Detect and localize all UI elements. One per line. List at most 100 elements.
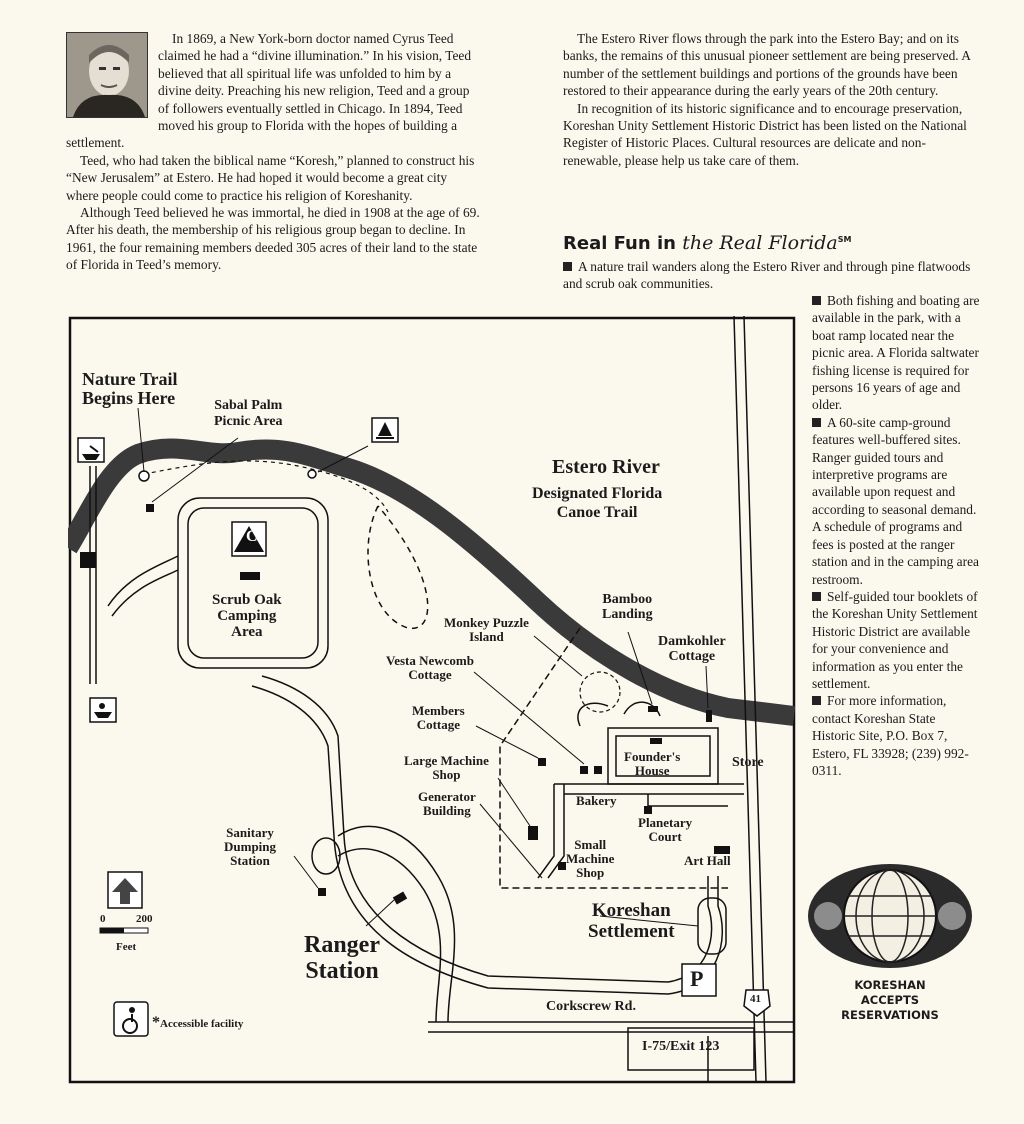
bullet-text: Self-guided tour booklets of the Koresha… [812, 588, 978, 691]
bullet-item: Both fishing and boating are available i… [812, 292, 980, 414]
heading-script: the Real Florida [682, 232, 838, 254]
label-line: Monkey Puzzle [444, 615, 529, 630]
label-line: Nature Trail [82, 369, 178, 389]
intro-paragraph: Teed, who had taken the biblical name “K… [66, 152, 475, 203]
scale-zero-label: 0 [100, 913, 106, 925]
canoe-trail-label: Designated Florida Canoe Trail [532, 484, 662, 522]
intro-left-column: In 1869, a New York-born doctor named Cy… [66, 30, 482, 274]
label-line: Generator [418, 789, 476, 804]
label-line: Cottage [416, 717, 461, 732]
art-hall-label: Art Hall [684, 853, 731, 868]
scale-max-label: 200 [136, 913, 153, 925]
label-line: Founder's [624, 749, 681, 764]
small-machine-label: Small Machine Shop [566, 838, 614, 880]
camp-symbol-label: C [246, 528, 258, 545]
label-line: Members [412, 703, 465, 718]
label-line: Large Machine [404, 753, 489, 768]
label-line: Picnic Area [214, 414, 283, 429]
label-line: Settlement [588, 921, 675, 942]
label-line: Planetary [638, 815, 693, 830]
large-machine-label: Large Machine Shop [404, 754, 489, 782]
seal-caption: KORESHAN ACCEPTS RESERVATIONS [822, 978, 958, 1023]
campground-icon [231, 521, 267, 557]
label-line: Camping [217, 608, 277, 624]
fishing-icon [89, 697, 117, 723]
sabal-palm-label: Sabal Palm Picnic Area [214, 398, 283, 430]
label-line: Building [423, 803, 471, 818]
label-line: Dumping [224, 839, 277, 854]
route-shield-icon [743, 989, 771, 1017]
bullet-item: Self-guided tour booklets of the Koresha… [812, 588, 980, 692]
label-line: Station [305, 958, 379, 984]
scale-bar [99, 927, 149, 934]
bullet-item: A 60-site camp-ground features well-buff… [812, 414, 980, 588]
real-fun-heading: Real Fun in the Real FloridaSM [563, 232, 851, 254]
intro-paragraph: In recognition of its historic significa… [563, 100, 967, 168]
nature-trail-label: Nature Trail Begins Here [82, 370, 178, 408]
bullet-list: Both fishing and boating are available i… [812, 292, 980, 779]
label-line: Shop [576, 865, 605, 880]
generator-building-label: Generator Building [418, 790, 476, 818]
bullet-square-icon [812, 696, 821, 706]
label-line: Koreshan [591, 900, 671, 921]
monkey-puzzle-label: Monkey Puzzle Island [444, 616, 529, 644]
accessible-facility-label: *Accessible facility [152, 1015, 244, 1031]
intro-paragraph: The Estero River flows through the park … [563, 31, 971, 99]
label-line: Landing [602, 607, 653, 622]
route-41-label: 41 [750, 993, 761, 1005]
damkohler-label: Damkohler Cottage [658, 634, 726, 664]
estero-river [68, 438, 796, 726]
label-line: Area [231, 624, 263, 640]
koreshan-settlement-label: Koreshan Settlement [588, 900, 675, 942]
seal-line: KORESHAN [854, 978, 926, 992]
park-map: Nature Trail Begins Here Sabal Palm Picn… [68, 316, 796, 1084]
label-line: Bamboo [602, 592, 653, 607]
label-line: Accessible facility [160, 1018, 244, 1030]
bullet-square-icon [812, 417, 821, 427]
label-line: Court [648, 829, 682, 844]
bullet-square-icon [563, 262, 572, 271]
label-line: Machine [566, 851, 615, 866]
label-line: Island [469, 629, 504, 644]
bakery-label: Bakery [576, 793, 617, 808]
bullet-square-icon [812, 296, 821, 305]
label-line: House [634, 763, 670, 778]
bamboo-landing-label: Bamboo Landing [602, 592, 653, 622]
label-line: Ranger [304, 932, 380, 958]
label-line: Vesta Newcomb [386, 653, 474, 668]
label-line: Sabal Palm [214, 398, 283, 413]
sanitary-station-label: Sanitary Dumping Station [224, 826, 276, 868]
bullet-square-icon [812, 591, 821, 601]
intro-paragraph: Although Teed believed he was immortal, … [66, 205, 480, 273]
estero-river-label: Estero River [552, 456, 660, 478]
bullet-item: A nature trail wanders along the Estero … [563, 258, 983, 293]
bullet-item: For more information, contact Koreshan S… [812, 692, 980, 779]
label-line: Station [230, 853, 270, 868]
label-line: Small [574, 837, 607, 852]
bullet-text: A 60-site camp-ground features well-buff… [812, 414, 979, 587]
members-cottage-label: Members Cottage [412, 704, 465, 732]
bullet-text: Both fishing and boating are available i… [812, 293, 980, 413]
founders-house-label: Founder's House [624, 750, 680, 778]
heading-bold: Real Fun in [563, 233, 683, 254]
seal-line: RESERVATIONS [841, 1008, 939, 1022]
label-line: Damkohler [658, 634, 726, 649]
planetary-court-label: Planetary Court [638, 816, 692, 844]
seal-line: ACCEPTS [860, 993, 920, 1007]
heading-service-mark: SM [837, 235, 852, 244]
corkscrew-road-label: Corkscrew Rd. [546, 999, 636, 1014]
north-arrow-icon [107, 871, 143, 909]
boat-ramp-icon [77, 437, 105, 463]
label-line: Cottage [668, 649, 716, 664]
label-line: Shop [432, 767, 461, 782]
vesta-newcomb-label: Vesta Newcomb Cottage [386, 654, 474, 682]
label-line: Scrub Oak [212, 592, 282, 608]
parking-icon [681, 963, 717, 997]
bullet-text: A nature trail wanders along the Estero … [563, 259, 971, 292]
label-line: Begins Here [82, 388, 176, 408]
intro-right-column: The Estero River flows through the park … [563, 30, 983, 169]
scrub-oak-label: Scrub Oak Camping Area [212, 592, 282, 640]
globe-seal-icon [808, 864, 972, 968]
label-line: Sanitary [226, 825, 274, 840]
picnic-icon [371, 417, 399, 443]
